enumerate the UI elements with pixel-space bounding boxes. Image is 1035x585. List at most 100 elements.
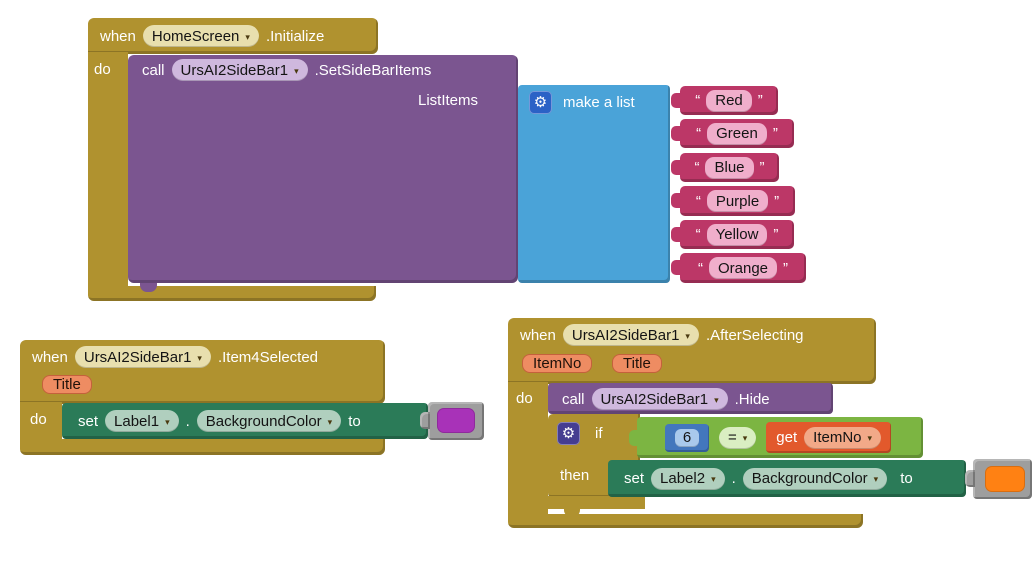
when-label: when: [100, 27, 136, 45]
connector-tab: [420, 412, 430, 429]
next-connector-notch: [564, 509, 580, 517]
dot-label: .: [731, 470, 736, 487]
event-block-left-column: [508, 382, 548, 514]
method-name-label: .Hide: [734, 390, 770, 408]
chevron-down-icon: ▾: [867, 433, 873, 443]
open-quote: “: [695, 226, 701, 243]
event-block-left-column: [20, 402, 62, 439]
param-badge-title[interactable]: Title: [612, 354, 662, 373]
to-label: to: [900, 470, 913, 487]
event-block-left-column: [88, 52, 128, 286]
param-badge-title[interactable]: Title: [42, 375, 92, 394]
to-label: to: [348, 412, 361, 430]
call-label: call: [142, 61, 165, 79]
number-block[interactable]: 6: [665, 423, 709, 452]
connector-tab: [671, 126, 682, 141]
param-listitems-label: ListItems: [418, 92, 479, 109]
call-label: call: [562, 390, 585, 408]
event-block-bottom-bar: [508, 514, 863, 528]
event-block-bottom-bar: [88, 286, 376, 301]
event-block-bottom-bar: [20, 439, 385, 455]
component-dropdown[interactable]: HomeScreen ▾: [142, 25, 259, 47]
text-string-block[interactable]: “ Red ”: [671, 86, 778, 115]
text-string-block[interactable]: “ Green ”: [671, 119, 794, 148]
make-a-list-label: make a list: [563, 93, 635, 111]
property-dropdown[interactable]: BackgroundColor ▾: [196, 410, 342, 432]
chevron-down-icon: ▾: [711, 474, 716, 484]
connector-tab: [671, 160, 682, 175]
make-a-list-block[interactable]: [518, 85, 670, 283]
mutator-gear-icon[interactable]: ⚙: [557, 421, 580, 445]
close-quote: ”: [774, 192, 780, 210]
text-string-block[interactable]: “ Yellow ”: [671, 220, 794, 249]
set-label: set: [624, 470, 645, 487]
text-string-block[interactable]: “ Blue ”: [671, 153, 779, 182]
when-label: when: [32, 348, 68, 366]
close-quote: ”: [773, 226, 779, 243]
mutator-gear-icon[interactable]: ⚙: [529, 90, 552, 114]
close-quote: ”: [757, 92, 763, 109]
open-quote: “: [695, 192, 701, 210]
equals-comparison-block[interactable]: 6 = ▾ get ItemNo ▾: [629, 417, 923, 458]
close-quote: ”: [783, 259, 789, 277]
do-label: do: [516, 390, 533, 407]
event-name-label: .Item4Selected: [217, 348, 319, 366]
connector-tab: [671, 93, 682, 108]
if-label: if: [595, 424, 603, 442]
get-label: get: [776, 429, 798, 446]
get-variable-block[interactable]: get ItemNo ▾: [766, 422, 892, 453]
chevron-down-icon: ▾: [685, 330, 690, 341]
connector-tab: [671, 227, 682, 242]
connector-tab: [629, 430, 639, 446]
component-dropdown[interactable]: UrsAI2SideBar1 ▾: [591, 388, 728, 410]
string-field[interactable]: Green: [707, 122, 767, 145]
call-setsidebaritems-block[interactable]: [128, 55, 518, 283]
color-swatch[interactable]: [437, 408, 475, 433]
set-backgroundcolor-block[interactable]: set Label1 ▾ . BackgroundColor ▾ to: [62, 403, 428, 439]
do-label: do: [94, 61, 111, 78]
connector-tab: [965, 470, 975, 487]
component-dropdown[interactable]: UrsAI2SideBar1 ▾: [562, 324, 699, 346]
chevron-down-icon: ▾: [165, 416, 170, 427]
event-name-label: .Initialize: [265, 27, 325, 45]
close-quote: ”: [759, 159, 765, 176]
set-backgroundcolor-block[interactable]: set Label2 ▾ . BackgroundColor ▾ to: [608, 460, 966, 497]
string-field[interactable]: Blue: [705, 156, 754, 179]
if-block-bottom-bar: [548, 496, 645, 509]
property-dropdown[interactable]: BackgroundColor ▾: [742, 467, 888, 490]
event-name-label: .AfterSelecting: [705, 326, 804, 344]
do-label: do: [30, 411, 47, 428]
open-quote: “: [695, 92, 701, 109]
text-string-block[interactable]: “ Purple ”: [671, 186, 795, 216]
chevron-down-icon: ▾: [742, 433, 748, 443]
string-field[interactable]: Purple: [706, 190, 769, 212]
string-field[interactable]: Red: [706, 89, 752, 112]
operator-dropdown[interactable]: = ▾: [719, 426, 757, 449]
chevron-down-icon: ▾: [873, 474, 879, 484]
component-dropdown[interactable]: UrsAI2SideBar1 ▾: [74, 346, 211, 368]
target-dropdown[interactable]: Label1 ▾: [105, 410, 179, 432]
method-name-label: .SetSideBarItems: [314, 61, 432, 79]
open-quote: “: [697, 259, 703, 277]
open-quote: “: [696, 125, 702, 142]
chevron-down-icon: ▾: [714, 394, 719, 405]
component-dropdown[interactable]: UrsAI2SideBar1 ▾: [171, 59, 308, 81]
number-field[interactable]: 6: [674, 428, 700, 447]
then-label: then: [560, 467, 590, 484]
set-label: set: [78, 412, 99, 430]
text-string-block[interactable]: “ Orange ”: [671, 253, 806, 283]
dot-label: .: [185, 412, 190, 430]
open-quote: “: [694, 159, 700, 176]
chevron-down-icon: ▾: [197, 352, 202, 363]
string-field[interactable]: Yellow: [706, 223, 768, 246]
target-dropdown[interactable]: Label2 ▾: [651, 467, 725, 490]
connector-tab: [671, 193, 682, 208]
variable-dropdown[interactable]: ItemNo ▾: [804, 426, 882, 449]
color-swatch[interactable]: [985, 466, 1025, 492]
param-badge-itemno[interactable]: ItemNo: [522, 354, 593, 373]
chevron-down-icon: ▾: [245, 31, 250, 42]
next-connector-notch: [140, 283, 157, 292]
string-field[interactable]: Orange: [708, 257, 778, 279]
chevron-down-icon: ▾: [294, 65, 299, 76]
close-quote: ”: [772, 125, 778, 142]
